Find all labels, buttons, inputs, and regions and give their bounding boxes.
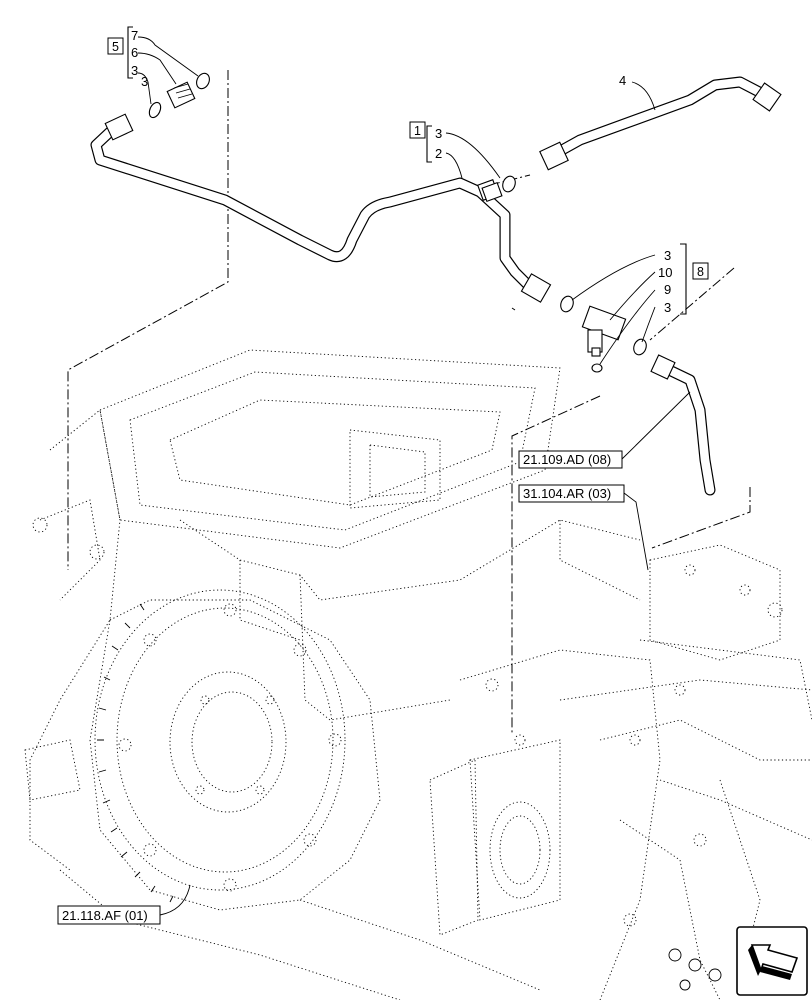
group-5-box [107, 37, 124, 55]
tee-fitting [581, 305, 627, 357]
callout-leaders [137, 36, 691, 916]
arrow-icon[interactable] [736, 926, 808, 996]
group-5-item-7: 7 [131, 28, 138, 43]
group-8-item-9: 9 [664, 282, 671, 297]
leader-lines [67, 70, 751, 735]
item-3-loose: 3 [141, 74, 148, 89]
callout-brackets [127, 26, 687, 315]
group-5-label: 5 [112, 40, 119, 54]
ref-21-109-label: 21.109.AD (08) [523, 452, 611, 467]
item-4-label: 4 [619, 73, 626, 88]
group-8-box [692, 262, 709, 280]
ref-box-21-118[interactable]: 21.118.AF (01) [57, 905, 161, 925]
adapter-6 [166, 81, 196, 109]
group-1-box [409, 121, 426, 139]
group-8-item-10: 10 [658, 265, 672, 280]
pipe-2 [90, 113, 552, 303]
pipe-4 [539, 76, 782, 171]
ref-21-118-label: 21.118.AF (01) [62, 908, 148, 923]
hose-lower [650, 354, 716, 496]
ref-box-21-109[interactable]: 21.109.AD (08) [518, 450, 623, 469]
group-8-item-3a: 3 [664, 248, 671, 263]
ref-box-31-104[interactable]: 31.104.AR (03) [518, 484, 625, 503]
group-5-item-6: 6 [131, 45, 138, 60]
group-5-item-3: 3 [131, 63, 138, 78]
ref-31-104-label: 31.104.AR (03) [523, 486, 611, 501]
group-1-item-3: 3 [435, 126, 442, 141]
group-1-item-2: 2 [435, 146, 442, 161]
group-8-label: 8 [697, 265, 704, 279]
group-1-label: 1 [414, 124, 421, 138]
o-rings [148, 72, 647, 373]
group-8-item-3b: 3 [664, 300, 671, 315]
transmission-housing [24, 349, 812, 1000]
